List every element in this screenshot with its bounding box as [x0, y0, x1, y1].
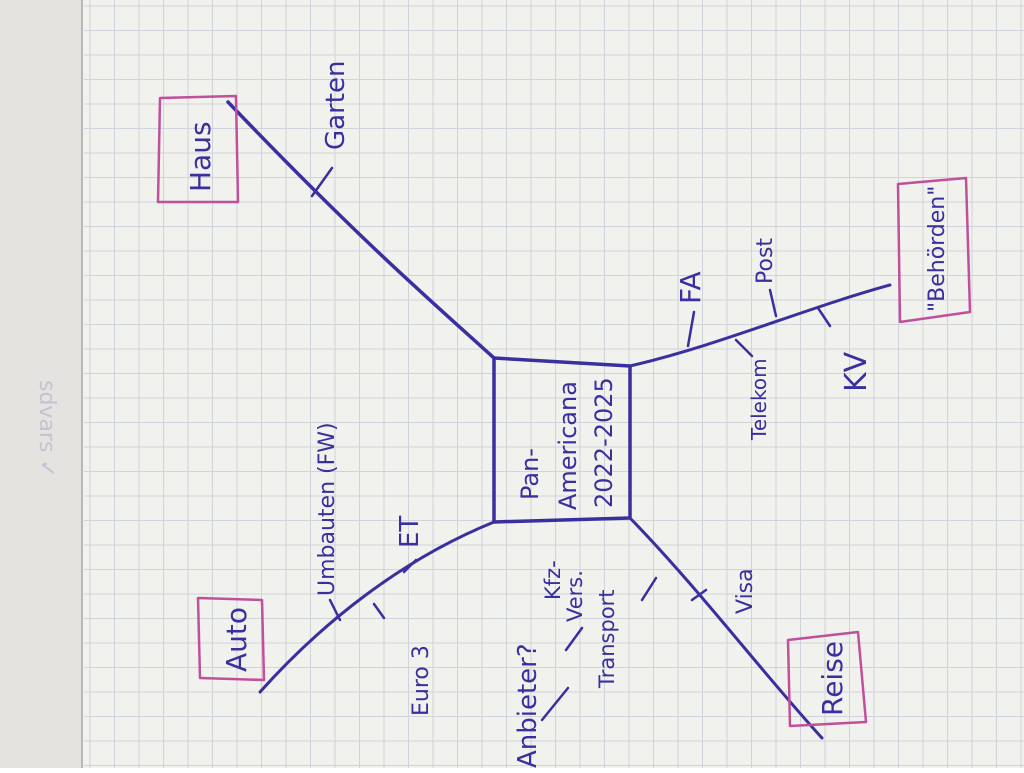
center-label-line3: 2022-2025: [590, 377, 618, 508]
tick-telekom: [734, 338, 754, 358]
branch-reise-line: [628, 516, 824, 740]
behoerden-box: [896, 176, 972, 324]
margin-scribble: sdvars ✓: [34, 380, 59, 478]
tick-et: [402, 558, 418, 574]
tick-anbieter: [540, 686, 570, 722]
label-euro3: Euro 3: [409, 645, 434, 716]
tick-umbauten: [328, 598, 342, 622]
label-transport: Transport: [595, 589, 619, 689]
label-visa: Visa: [733, 568, 758, 614]
label-haus: Haus: [184, 121, 217, 192]
label-post: Post: [753, 238, 778, 284]
tick-kfz: [564, 626, 584, 652]
haus-box: [156, 94, 240, 204]
label-et: ET: [395, 516, 425, 548]
label-kfz-line1: Kfz-: [541, 560, 565, 600]
label-kv: KV: [839, 351, 874, 392]
center-label-line2: Americana: [554, 381, 582, 510]
label-auto: Auto: [220, 607, 253, 672]
label-reise: Reise: [816, 641, 849, 716]
branch-auto-line: [258, 520, 496, 694]
auto-box: [196, 596, 266, 682]
tick-kv: [816, 306, 832, 328]
reise-box: [786, 630, 868, 728]
branch-behoerden-line: [628, 283, 892, 368]
tick-transport: [640, 576, 658, 602]
center-label-line1: Pan-: [516, 448, 544, 500]
tick-post: [768, 288, 778, 318]
label-fa: FA: [674, 271, 707, 304]
tick-visa: [690, 588, 708, 602]
label-umbauten: Umbauten (FW): [315, 422, 340, 596]
label-anbieter: Anbieter?: [513, 643, 543, 768]
label-behoerden: "Behörden": [925, 186, 950, 312]
label-telekom: Telekom: [747, 358, 771, 441]
grid-paper: [84, 0, 1024, 768]
branch-haus-line: [226, 100, 496, 360]
tick-fa: [686, 310, 696, 348]
tick-euro3: [372, 602, 386, 620]
label-garten: Garten: [321, 61, 351, 150]
label-kfz-line2: Vers.: [563, 570, 587, 622]
notebook-binding: [0, 0, 82, 768]
tick-garten: [310, 166, 334, 198]
